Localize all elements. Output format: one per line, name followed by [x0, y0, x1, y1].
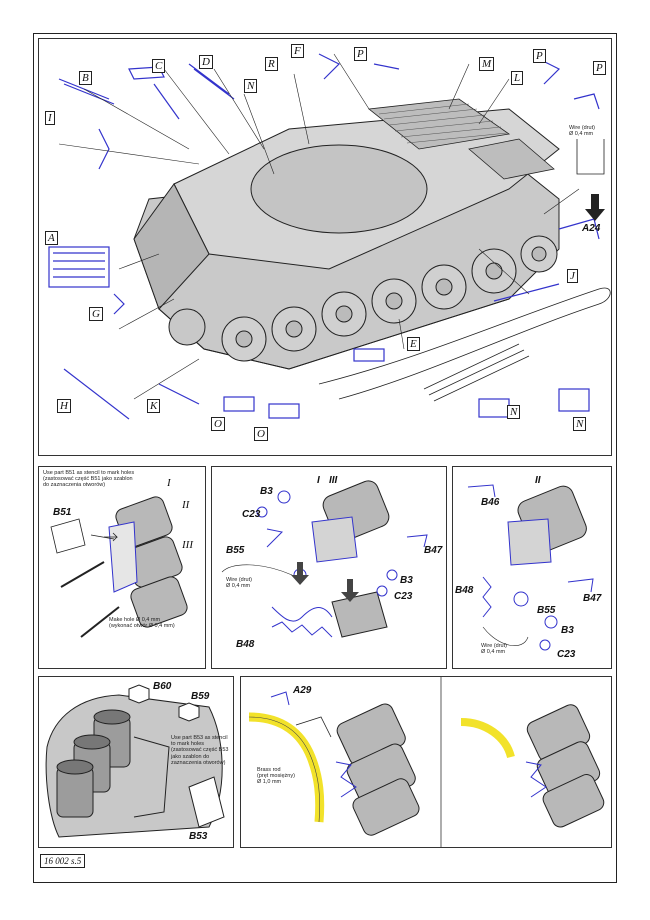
roman-ii-right: II [535, 475, 541, 486]
label-E: E [407, 337, 420, 351]
brass-rod-note: Brass rod(pręt mosiężny)Ø 1,0 mm [257, 767, 295, 786]
roman-i: I [167, 477, 171, 489]
b51-stencil-note: Use part B51 as stencil to mark holes(za… [43, 470, 135, 489]
a29-panel: A29 Brass rod(pręt mosiężny)Ø 1,0 mm [240, 676, 612, 848]
label-P3: P [593, 61, 606, 75]
part-b3-a: B3 [260, 486, 273, 497]
a24-arrow [585, 194, 605, 221]
part-c23-a: C23 [242, 509, 261, 520]
label-A24: A24 [582, 223, 601, 234]
instruction-sheet [33, 33, 617, 883]
part-b46: B46 [481, 497, 500, 508]
label-N2: N [507, 405, 521, 419]
b60-drawing [45, 684, 225, 838]
scriber [60, 561, 105, 588]
label-M: M [479, 57, 495, 71]
front-plate [133, 183, 210, 310]
part-b55-right: B55 [537, 605, 556, 616]
brass-rod-2 [460, 718, 515, 759]
wire-note-mid: Wire (drut)Ø 0,4 mm [226, 577, 252, 590]
cylinder-3 [130, 576, 188, 628]
part-c23-right: C23 [557, 649, 576, 660]
label-J: J [567, 269, 578, 283]
part-b48-right: B48 [455, 585, 474, 596]
label-C: C [152, 59, 166, 73]
i-iii-panel: I III B3 C23 B55 B47 B3 C23 B48 Wire (dr… [211, 466, 447, 669]
label-N1: N [244, 79, 258, 93]
b51-panel: Use part B51 as stencil to mark holes(za… [38, 466, 206, 669]
label-L: L [511, 71, 524, 85]
wire-note-top: Wire (drut)Ø 0,4 mm [569, 125, 595, 138]
part-a29: A29 [293, 685, 312, 696]
label-O1: O [211, 417, 225, 431]
roman-i-mid: I [317, 475, 320, 486]
road-wheels [221, 235, 558, 362]
part-b55: B55 [226, 545, 245, 556]
ii-panel: II B46 B47 B48 B55 B3 C23 Wire (drut)Ø 0… [452, 466, 612, 669]
wire-note-right: Wire (drut)Ø 0,4 mm [481, 643, 507, 656]
turret-ring [250, 144, 428, 234]
b51-drawing [50, 496, 188, 638]
roman-iii: III [182, 539, 193, 551]
page-number: 16 002 s.5 [40, 854, 86, 868]
i-iii-drawing [221, 480, 428, 638]
roman-ii: II [182, 499, 190, 511]
part-b51: B51 [53, 507, 72, 518]
part-b48: B48 [236, 639, 255, 650]
a29-drawing [248, 677, 605, 847]
label-O2: O [254, 427, 268, 441]
part-b53: B53 [189, 831, 208, 842]
label-P2: P [533, 49, 546, 63]
label-G: G [89, 307, 103, 321]
label-H: H [57, 399, 71, 413]
label-A: A [45, 231, 58, 245]
plate-b53 [188, 776, 225, 828]
hex-b59 [178, 702, 200, 722]
label-K: K [147, 399, 161, 413]
part-b47: B47 [424, 545, 443, 556]
label-F: F [291, 44, 304, 58]
part-b3-b: B3 [400, 575, 413, 586]
label-I: I [45, 111, 55, 125]
part-b60: B60 [153, 681, 172, 692]
drill [80, 606, 120, 638]
overview-panel: A B C D E F G H I J K L M N N N O O P P … [38, 38, 612, 456]
label-P1: P [354, 47, 367, 61]
part-c23-b: C23 [394, 591, 413, 602]
label-D: D [199, 55, 213, 69]
engine-grille-2 [468, 138, 555, 180]
part-b3-right: B3 [561, 625, 574, 636]
b51-plate [50, 518, 86, 554]
hex-b60 [128, 684, 150, 704]
tow-cables [318, 287, 611, 402]
roman-iii-mid: III [329, 475, 338, 486]
part-b47-right: B47 [583, 593, 602, 604]
label-B: B [79, 71, 92, 85]
part-b59: B59 [191, 691, 210, 702]
label-N3: N [573, 417, 587, 431]
hole-note: Make hole Ø 0,4 mm(wykonać otwór Ø 0,4 m… [109, 617, 175, 630]
drive-sprocket [168, 308, 206, 346]
ii-drawing [467, 484, 594, 651]
tank-drawing [48, 53, 611, 420]
label-R: R [265, 57, 278, 71]
